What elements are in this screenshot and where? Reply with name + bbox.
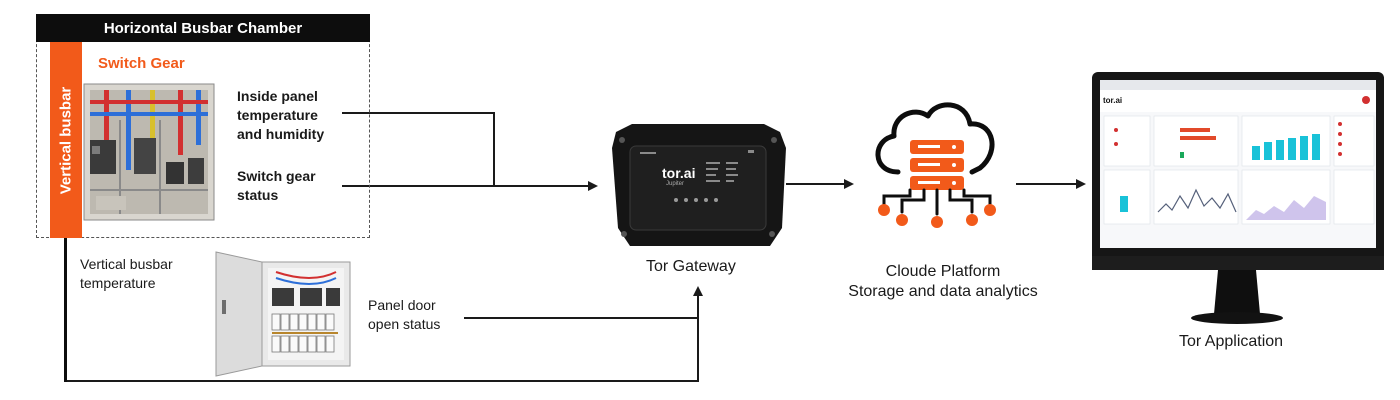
gateway-model: Jupiter (666, 181, 685, 187)
application-caption: Tor Application (1179, 333, 1284, 350)
chamber-title: Horizontal Busbar Chamber (36, 14, 370, 42)
cloud-caption: Cloude Platform Storage and data analyti… (848, 263, 1038, 300)
switch-gear-title: Switch Gear (98, 55, 185, 72)
vertical-busbar: Vertical busbar (50, 42, 82, 238)
vertical-busbar-stem (64, 238, 67, 382)
busbar-temperature-label: Vertical busbar temperature (80, 256, 173, 291)
panel-temperature-label: Inside panel temperature and humidity (237, 88, 325, 142)
arrow-panel-temperature (342, 112, 495, 186)
door-status-label: Panel door open status (368, 297, 441, 332)
arrow-door-status (464, 286, 703, 319)
gateway-brand: tor.ai (662, 165, 696, 181)
gateway-caption: Tor Gateway (646, 258, 736, 275)
switch-gear-status-label: Switch gear status (237, 168, 316, 203)
arrow-busbar-bottom-line (65, 318, 699, 382)
vertical-busbar-label: Vertical busbar (57, 86, 75, 194)
app-brand: tor.ai (1103, 96, 1123, 105)
